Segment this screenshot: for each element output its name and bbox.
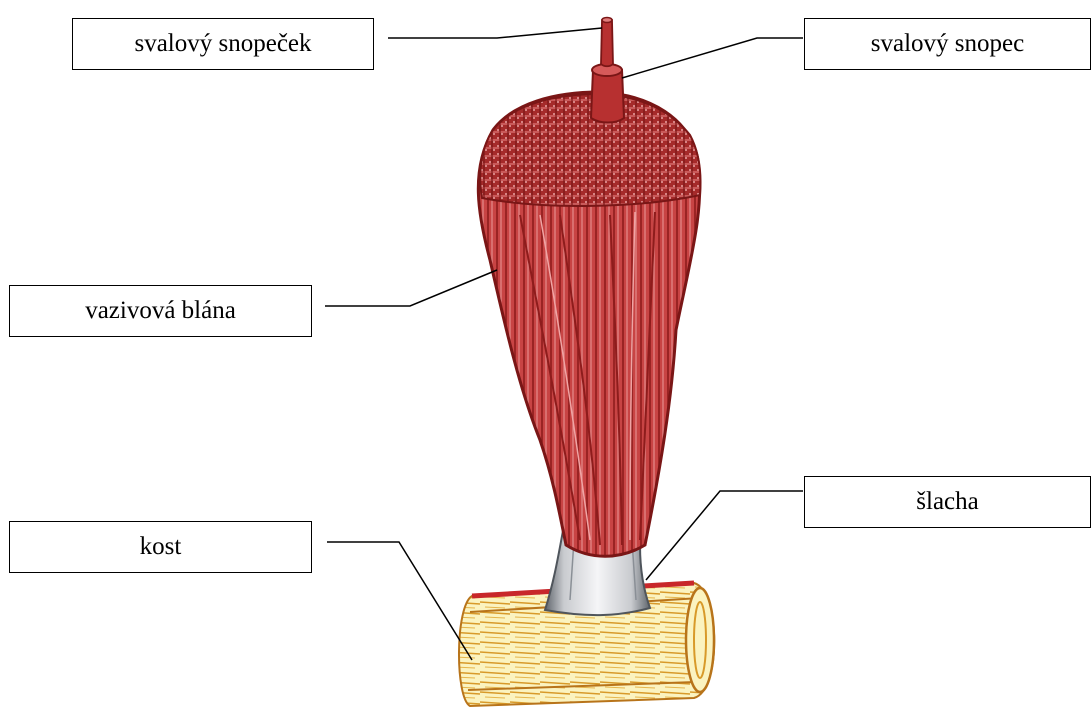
- leader-line-fascicle: [388, 28, 602, 38]
- leader-line-tendon: [646, 491, 803, 580]
- label-tendon: šlacha: [804, 476, 1091, 528]
- leader-line-bone: [327, 542, 472, 660]
- label-bone: kost: [9, 521, 312, 573]
- leader-line-bundle: [622, 38, 803, 78]
- muscle-bundle-shape: [591, 18, 624, 123]
- label-fascicle: svalový snopeček: [72, 18, 374, 70]
- muscle-belly: [478, 92, 700, 556]
- leader-line-fascia: [325, 270, 497, 306]
- label-bundle: svalový snopec: [804, 18, 1091, 70]
- label-fascia: vazivová blána: [9, 285, 312, 337]
